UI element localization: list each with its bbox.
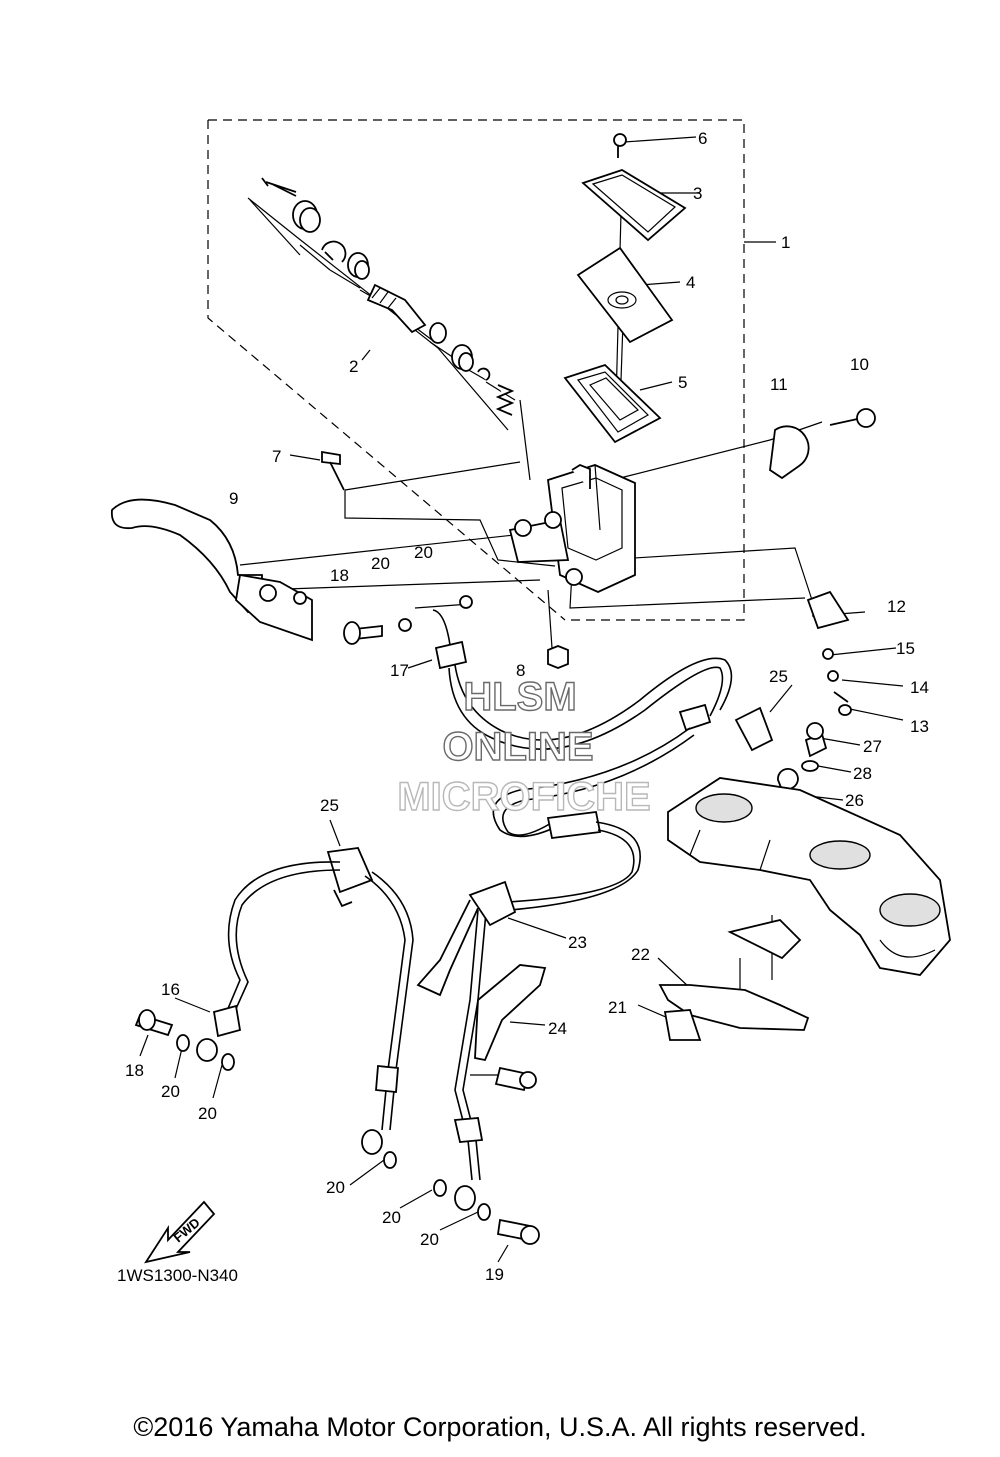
callout-11: 11: [770, 375, 788, 394]
callout-25b: 25: [320, 796, 339, 815]
callout-4: 4: [686, 273, 695, 292]
watermark-line-2: ONLINE: [442, 725, 593, 769]
callout-2: 2: [349, 357, 358, 376]
watermark-line-1: HLSM: [463, 675, 576, 719]
callout-24: 24: [548, 1019, 567, 1038]
callout-5: 5: [678, 373, 687, 392]
brackets-and-clamps: [416, 880, 810, 1092]
triple-clamp: [667, 777, 951, 976]
callout-labels: 1 2 3 4 5 6 7 8 9 10 11 12 13 14 15 16 1…: [125, 129, 929, 1284]
watermark-line-3: MICROFICHE: [397, 775, 650, 819]
copyright-notice: ©2016 Yamaha Motor Corporation, U.S.A. A…: [133, 1412, 867, 1442]
callout-15: 15: [896, 639, 915, 658]
callout-20b: 20: [414, 543, 433, 562]
callout-12: 12: [887, 597, 906, 616]
fwd-arrow: FWD: [144, 1200, 216, 1264]
callout-18b: 18: [125, 1061, 144, 1080]
master-cylinder-body: [508, 463, 636, 593]
callout-22: 22: [631, 945, 650, 964]
callout-8: 8: [516, 661, 525, 680]
callout-23: 23: [568, 933, 587, 952]
figure-code: 1WS1300-N340: [117, 1266, 238, 1285]
callout-17: 17: [390, 661, 409, 680]
callout-1: 1: [781, 233, 790, 252]
callout-9: 9: [229, 489, 238, 508]
callout-20d: 20: [198, 1104, 217, 1123]
callout-10: 10: [850, 355, 869, 374]
callout-25a: 25: [769, 667, 788, 686]
callout-20e: 20: [326, 1178, 345, 1197]
callout-20f: 20: [382, 1208, 401, 1227]
callout-3: 3: [693, 184, 702, 203]
callout-20a: 20: [371, 554, 390, 573]
reservoir-parts: [563, 133, 687, 444]
bolts-and-fittings: [321, 408, 876, 803]
callout-28: 28: [853, 764, 872, 783]
watermark: HLSM ONLINE MICROFICHE: [397, 674, 652, 819]
callout-7: 7: [272, 447, 281, 466]
master-cylinder-components: [261, 177, 515, 416]
callout-20g: 20: [420, 1230, 439, 1249]
callout-27: 27: [863, 737, 882, 756]
callout-14: 14: [910, 678, 929, 697]
lever-assembly: [110, 498, 313, 642]
callout-19: 19: [485, 1265, 504, 1284]
callout-18a: 18: [330, 566, 349, 585]
callout-26: 26: [845, 791, 864, 810]
callout-13: 13: [910, 717, 929, 736]
brake-hoses: [134, 609, 733, 1245]
assembly-boundary: [207, 119, 745, 621]
callout-20c: 20: [161, 1082, 180, 1101]
callout-16: 16: [161, 980, 180, 999]
callout-21: 21: [608, 998, 627, 1017]
callout-6: 6: [698, 129, 707, 148]
